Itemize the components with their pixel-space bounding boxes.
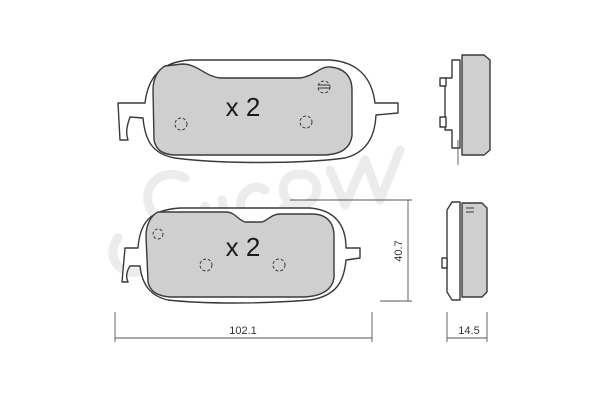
bottom-pad-side-view xyxy=(441,201,488,301)
thickness-dimension: 14.5 xyxy=(446,312,488,342)
top-pad-wear-groove xyxy=(318,84,330,89)
bottom-pad-hole-top xyxy=(152,228,164,240)
bottom-pad-quantity: x 2 xyxy=(226,232,261,262)
top-pad-quantity: x 2 xyxy=(226,92,261,122)
top-pad-hole-left xyxy=(174,117,188,131)
bottom-pad-side-backing xyxy=(446,201,461,301)
bottom-pad-side-friction xyxy=(461,202,488,298)
bottom-pad-hole-left xyxy=(199,258,213,272)
top-pad-front-view: x 2 xyxy=(117,59,399,164)
bottom-pad-friction-material xyxy=(145,211,335,298)
width-dimension-label: 102.1 xyxy=(229,325,257,337)
height-dimension: 40.7 xyxy=(290,199,412,302)
top-pad-friction-material xyxy=(152,63,353,156)
width-dimension: 102.1 xyxy=(114,312,373,342)
bottom-pad-hole-right xyxy=(272,258,286,272)
thickness-dimension-label: 14.5 xyxy=(458,325,479,337)
top-pad-side-view xyxy=(439,54,491,165)
top-pad-hole-top xyxy=(317,80,331,94)
height-dimension-label: 40.7 xyxy=(393,240,405,261)
top-pad-side-clip xyxy=(439,77,447,87)
top-pad-hole-right xyxy=(299,115,313,129)
top-pad-side-backing xyxy=(444,59,461,149)
bottom-pad-side-clip xyxy=(441,257,448,269)
top-pad-side-friction xyxy=(461,54,491,156)
bottom-pad-front-view: x 2 xyxy=(121,207,361,304)
top-pad-side-spring xyxy=(439,116,447,128)
